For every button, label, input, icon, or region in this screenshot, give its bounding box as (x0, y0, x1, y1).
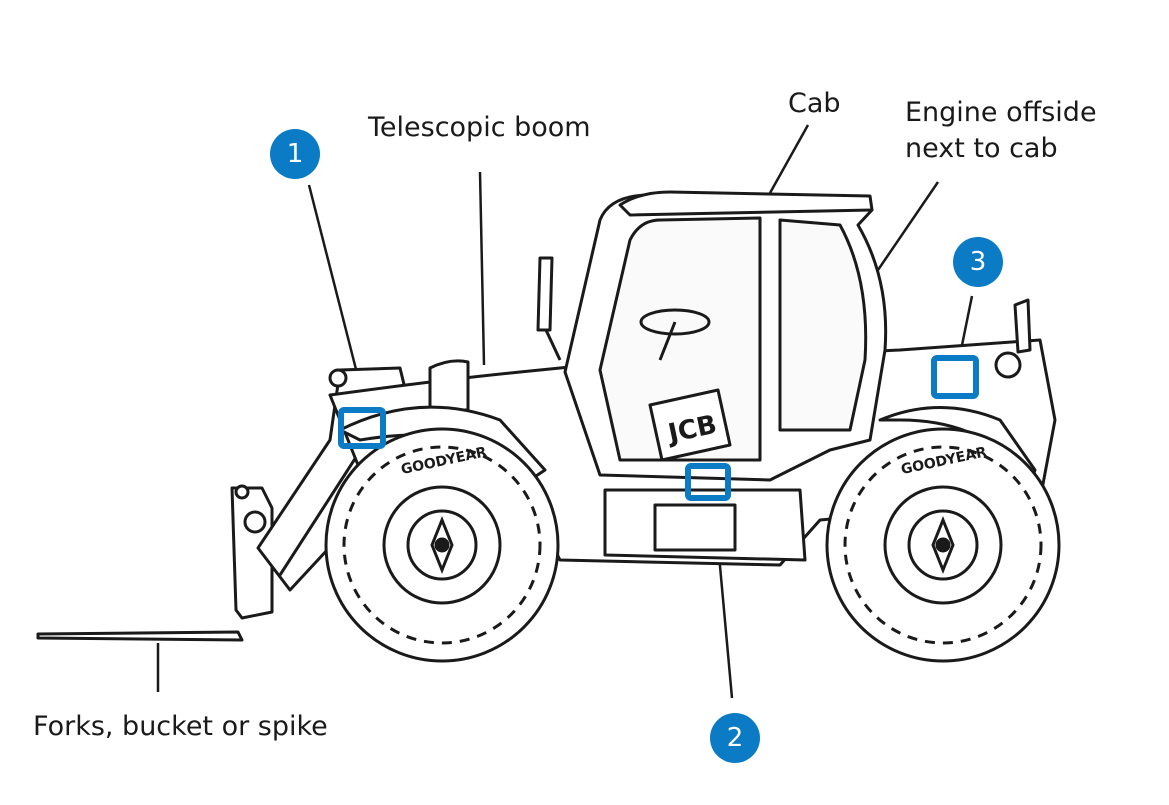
highlight-box-1 (338, 407, 386, 449)
marker-1: 1 (270, 129, 320, 179)
carriage-pin-lower (243, 510, 267, 534)
label-telescopic-boom: Telescopic boom (368, 112, 591, 143)
steering-wheel (639, 308, 711, 336)
marker-3: 3 (953, 237, 1003, 287)
leader-line-marker-1 (307, 184, 362, 386)
hood (428, 359, 470, 412)
label-forks: Forks, bucket or spike (33, 711, 328, 742)
highlight-box-2 (685, 463, 731, 501)
brand-logo-panel (648, 388, 732, 462)
rear-wheel (825, 427, 1061, 663)
leader-line-boom (478, 171, 486, 366)
cab-rear-window (778, 218, 868, 432)
fuel-cap (994, 351, 1022, 379)
cab-step-inner (653, 503, 737, 552)
telehandler-body: JCB (36, 190, 1057, 642)
front-wheel (324, 427, 560, 663)
label-engine-line2: next to cab (905, 133, 1058, 164)
highlight-box-3 (931, 355, 979, 399)
label-engine-line1: Engine offside (905, 97, 1097, 128)
label-cab: Cab (788, 88, 841, 119)
carriage-pin (234, 484, 250, 500)
leader-line-cab (768, 124, 810, 194)
side-mirror (536, 256, 554, 332)
cab-roof (618, 190, 874, 217)
fork-tine (36, 630, 244, 642)
exhaust-pipe (1013, 298, 1032, 354)
marker-2: 2 (710, 713, 760, 763)
boom-pivot (328, 368, 348, 388)
